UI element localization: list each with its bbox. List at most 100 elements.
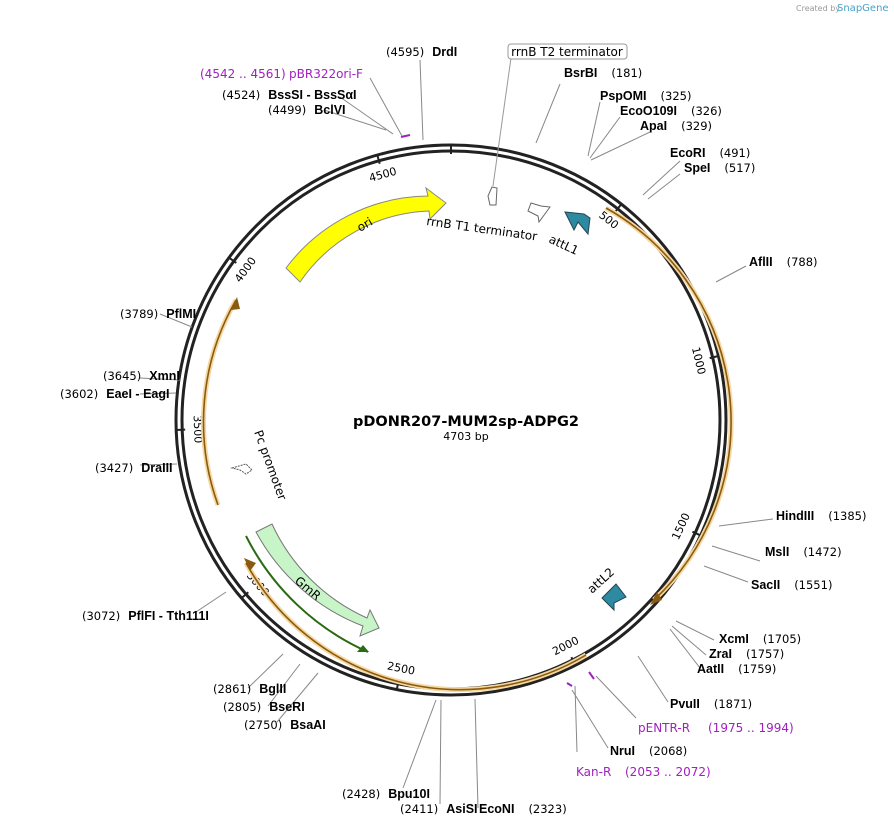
rrnb-t1-label: rrnB T1 terminator: [426, 214, 539, 243]
enzyme-position: (2323): [528, 802, 566, 816]
enzyme-position: (4595): [386, 45, 424, 59]
enzyme-site: PflMI(3789): [120, 307, 196, 321]
primer-pentr-name: pENTR-R: [638, 721, 690, 735]
enzyme-name: EaeI - EagI: [106, 387, 169, 401]
primer-mark-kan: [566, 682, 573, 687]
enzyme-name: NruI: [610, 744, 635, 758]
tick-mark: [614, 203, 623, 212]
enzyme-site: SacII (1551): [751, 578, 832, 592]
enzyme-position: (2068): [649, 744, 687, 758]
enzyme-site: MslI(1472): [765, 545, 842, 559]
enzyme-site: XmnI (3645): [103, 369, 180, 383]
enzyme-position: (325): [661, 89, 692, 103]
enzyme-site: BsrBI (181): [564, 66, 642, 80]
plasmid-length: 4703 bp: [443, 430, 488, 443]
enzyme-name: BglII: [259, 682, 286, 696]
rrnb-t2-box: [507, 43, 628, 60]
enzyme-position: (1705): [763, 632, 801, 646]
enzyme-name: AsiSI: [446, 802, 477, 816]
enzyme-name: BsrBI: [564, 66, 597, 80]
enzyme-name: ZraI: [709, 647, 732, 661]
primer-labels: (4542 .. 4561) pBR322ori-F pENTR-R (1975…: [200, 67, 794, 779]
enzyme-site: EaeI - EagI (3602): [60, 387, 169, 401]
enzyme-position: (3072): [82, 609, 120, 623]
enzyme-position: (517): [724, 161, 755, 175]
tick-mark: [240, 591, 249, 599]
enzyme-position: (2428): [342, 787, 380, 801]
enzyme-name: AatII: [697, 662, 724, 676]
primer-pentr-range: (1975 .. 1994): [708, 721, 794, 735]
enzyme-name: SacII: [751, 578, 780, 592]
primer-mark-pentr: [588, 671, 595, 680]
enzyme-name: EcoO109I: [620, 104, 677, 118]
enzyme-position: (3645): [103, 369, 141, 383]
enzyme-name: HindIII: [776, 509, 814, 523]
tick-mark: [692, 530, 702, 537]
enzyme-position: (4524): [222, 88, 260, 102]
primer-pbr322-name: pBR322ori-F: [289, 67, 363, 81]
pc-promoter-feature: [230, 463, 253, 475]
primer-pbr322-range: (4542 .. 4561): [200, 67, 286, 81]
enzyme-position: (1385): [828, 509, 866, 523]
enzyme-site: EcoO109I(326): [620, 104, 722, 118]
tick-label: 2000: [550, 634, 581, 658]
enzyme-site: Bpu10I (2428): [342, 787, 430, 801]
enzyme-position: (2411): [400, 802, 438, 816]
enzyme-name: SpeI: [684, 161, 710, 175]
enzyme-site: EcoNI (2323): [479, 802, 567, 816]
gmr-feature: [255, 523, 380, 637]
enzyme-position: (3602): [60, 387, 98, 401]
enzyme-position: (2805): [223, 700, 261, 714]
enzyme-site: ApaI(329): [640, 119, 712, 133]
enzyme-position: (1551): [794, 578, 832, 592]
plasmid-name: pDONR207-MUM2sp-ADPG2: [353, 414, 579, 430]
enzyme-site: SpeI (517): [684, 161, 755, 175]
pc-promoter-label: Pc promoter: [251, 428, 289, 502]
enzyme-site: PspOMI(325): [600, 89, 691, 103]
tick-mark: [228, 256, 237, 264]
enzyme-site: BclVI (4499): [268, 103, 346, 117]
enzyme-position: (181): [611, 66, 642, 80]
enzyme-site: AatII(1759): [697, 662, 776, 676]
primer-kan-name: Kan-R: [576, 765, 611, 779]
enzyme-name: PvuII: [670, 697, 700, 711]
enzyme-name: BsaAI: [290, 718, 325, 732]
enzyme-position: (788): [787, 255, 818, 269]
enzyme-name: BclVI: [314, 103, 345, 117]
enzyme-leaders: [139, 59, 774, 809]
enzyme-site: DrdI(4595): [386, 45, 457, 59]
enzyme-position: (2861): [213, 682, 251, 696]
enzyme-site: BsaAI (2750): [244, 718, 326, 732]
enzyme-site: ZraI(1757): [709, 647, 784, 661]
enzyme-site: AsiSI (2411): [400, 802, 478, 816]
enzyme-name: PflFI - Tth111I: [128, 609, 209, 623]
enzyme-name: EcoNI: [479, 802, 514, 816]
enzyme-site: DraIII(3427): [95, 461, 173, 475]
enzyme-position: (2750): [244, 718, 282, 732]
tick-label: 1000: [689, 346, 708, 376]
ori-label: ori: [355, 215, 376, 235]
tick-label: 4500: [368, 165, 398, 185]
credit-brand: SnapGene: [837, 3, 889, 14]
tick-mark: [376, 154, 381, 164]
enzyme-name: Bpu10I: [388, 787, 430, 801]
enzyme-name: PflMI: [166, 307, 196, 321]
rrnb-t1-feature: [527, 202, 551, 224]
attl1-label: attL1: [547, 232, 581, 258]
enzyme-name: BseRI: [269, 700, 304, 714]
tick-mark: [709, 355, 719, 360]
enzyme-site: EcoRI(491): [670, 146, 750, 160]
enzyme-site: AflII(788): [749, 255, 818, 269]
ori-feature: [285, 186, 447, 283]
green-arc: [245, 535, 369, 653]
enzyme-position: (4499): [268, 103, 306, 117]
enzyme-site: NruI (2068): [610, 744, 687, 758]
enzyme-name: EcoRI: [670, 146, 705, 160]
enzyme-site: BglII (2861): [213, 682, 286, 696]
orange-arc-right: [604, 205, 734, 602]
enzyme-name: XmnI: [149, 369, 180, 383]
enzyme-site: PflFI - Tth111I (3072): [82, 609, 209, 623]
rrnb-t2-label: rrnB T2 terminator: [511, 45, 623, 59]
